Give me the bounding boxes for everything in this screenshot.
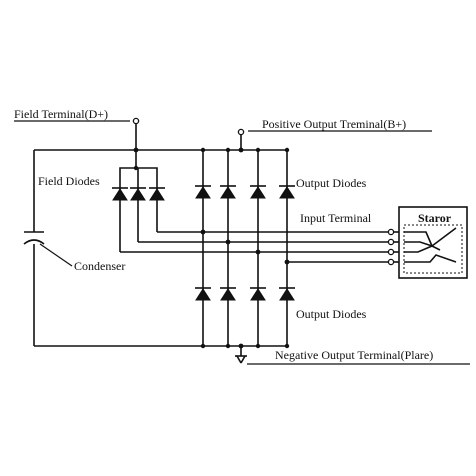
positive-terminal [237, 128, 245, 153]
output-diodes-bottom [195, 287, 295, 301]
condenser-symbol [23, 231, 73, 267]
negative-terminal-ground-icon [235, 343, 247, 364]
input-terminal-label: Input Terminal [300, 211, 372, 225]
output-diodes-top [195, 185, 295, 199]
output-diodes-bottom-label: Output Diodes [296, 307, 367, 321]
stator-label: Staror [418, 211, 452, 225]
field-diodes-label: Field Diodes [38, 174, 100, 188]
field-diode-group [112, 150, 165, 226]
output-diodes-top-label: Output Diodes [296, 176, 367, 190]
field-terminal-label: Field Terminal(D+) [14, 107, 108, 121]
stator-box [398, 206, 468, 279]
positive-output-terminal-label: Positive Output Treminal(B+) [262, 117, 406, 131]
condenser-label: Condenser [74, 259, 125, 273]
outer-frame [33, 149, 288, 347]
output-diode-columns [200, 147, 290, 349]
negative-output-terminal-label: Negative Output Terminal(Plare) [275, 348, 433, 362]
field-terminal [132, 117, 140, 153]
